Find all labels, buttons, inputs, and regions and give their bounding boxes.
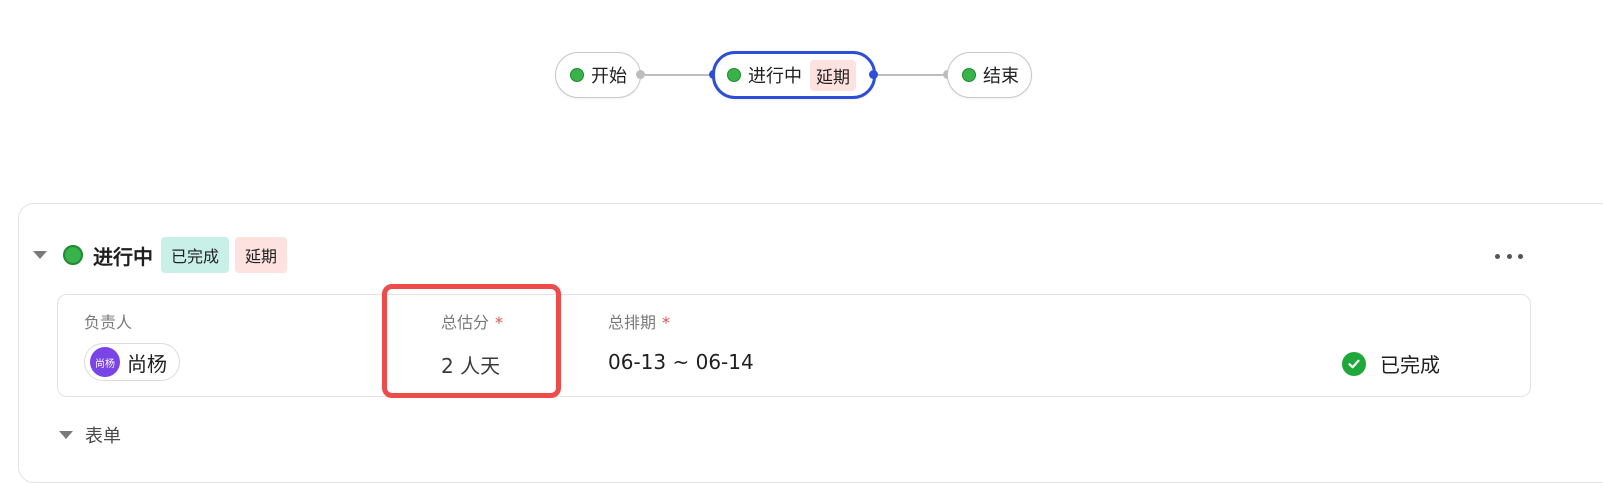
delay-tag: 延期 bbox=[235, 237, 288, 273]
schedule-value[interactable]: 06-13 ~ 06-14 bbox=[608, 350, 754, 374]
completed-tag: 已完成 bbox=[161, 237, 230, 273]
connector-port bbox=[636, 70, 645, 79]
flow-connector bbox=[878, 74, 944, 76]
assignee-chip[interactable]: 尚杨 尚杨 bbox=[84, 343, 180, 381]
check-circle-icon bbox=[1342, 351, 1366, 376]
estimate-label: 总估分 * bbox=[441, 309, 503, 333]
caret-down-icon bbox=[59, 431, 73, 439]
status-dot-icon bbox=[570, 68, 584, 82]
connector-port bbox=[869, 70, 878, 79]
estimate-value[interactable]: 2 人天 bbox=[441, 354, 501, 378]
schedule-label: 总排期 * bbox=[608, 309, 670, 333]
collapse-caret-icon[interactable] bbox=[33, 251, 47, 259]
flow-connector bbox=[645, 74, 711, 76]
stage-header: 进行中 已完成 延期 bbox=[33, 237, 288, 273]
workflow-diagram: 开始 进行中 延期 结束 bbox=[0, 0, 1603, 150]
required-mark: * bbox=[495, 313, 504, 332]
stage-title: 进行中 bbox=[93, 244, 153, 269]
form-section-label: 表单 bbox=[85, 426, 121, 447]
more-options-button[interactable] bbox=[1495, 248, 1523, 264]
flow-node-label: 进行中 bbox=[748, 66, 802, 87]
estimate-label-text: 总估分 bbox=[441, 313, 490, 332]
flow-node-label: 开始 bbox=[591, 66, 627, 87]
more-horizontal-icon bbox=[1506, 253, 1512, 259]
status-dot-icon bbox=[962, 68, 976, 82]
flow-node-end[interactable]: 结束 bbox=[947, 52, 1032, 98]
more-horizontal-icon bbox=[1518, 253, 1523, 259]
flow-node-label: 结束 bbox=[983, 66, 1019, 87]
more-horizontal-icon bbox=[1495, 253, 1500, 259]
schedule-label-text: 总排期 bbox=[608, 313, 657, 332]
flow-node-in-progress[interactable]: 进行中 延期 bbox=[712, 51, 876, 99]
stage-card: 进行中 已完成 延期 负责人 尚杨 尚杨 总估分 * 2 人天 总排期 * 06-1… bbox=[18, 203, 1603, 483]
delay-tag: 延期 bbox=[810, 59, 856, 91]
assignee-name: 尚杨 bbox=[127, 351, 167, 376]
stage-status-dot-icon bbox=[63, 245, 83, 265]
status-text: 已完成 bbox=[1380, 353, 1440, 377]
form-section-toggle[interactable]: 表单 bbox=[59, 422, 121, 448]
status-dot-icon bbox=[727, 68, 741, 82]
assignee-label: 负责人 bbox=[84, 313, 133, 332]
stage-status[interactable]: 已完成 bbox=[1342, 349, 1440, 378]
flow-node-start[interactable]: 开始 bbox=[555, 52, 641, 98]
stage-info-panel: 负责人 尚杨 尚杨 总估分 * 2 人天 总排期 * 06-13 ~ 06-14 已… bbox=[57, 294, 1531, 397]
avatar: 尚杨 bbox=[90, 347, 120, 377]
required-mark: * bbox=[662, 313, 671, 332]
